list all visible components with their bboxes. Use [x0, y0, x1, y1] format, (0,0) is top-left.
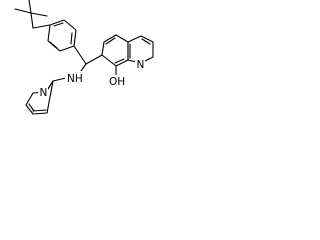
- quinoline-ring: [101, 34, 154, 77]
- structure-diagram: NH N N OH: [14, 0, 154, 115]
- benzene-ring: [32, 19, 77, 52]
- pyridine-nitrogen-label: N: [40, 87, 48, 99]
- methine-bonds: [73, 45, 103, 72]
- quinoline-nitrogen-label: N: [137, 59, 145, 71]
- tert-butyl-group: [14, 0, 48, 29]
- amine-label: NH: [67, 73, 83, 85]
- hydroxyl-label: OH: [109, 76, 125, 88]
